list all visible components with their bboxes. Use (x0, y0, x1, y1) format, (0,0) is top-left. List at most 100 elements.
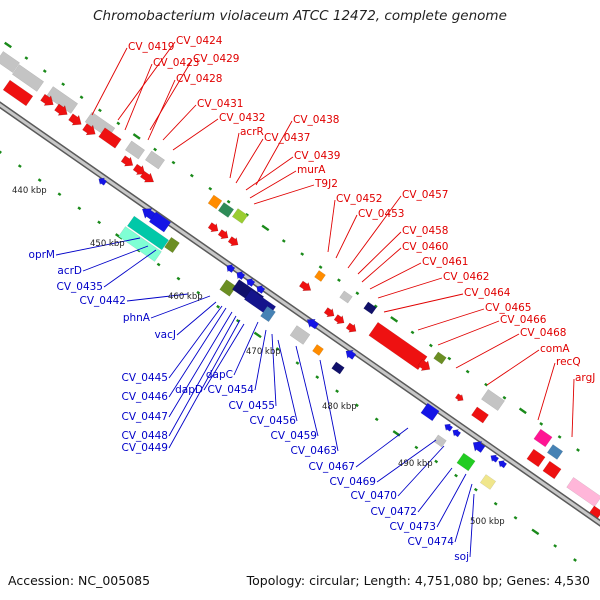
gc-tick (518, 407, 527, 415)
gene-label-reverse: CV_0455 (229, 400, 276, 412)
gc-tick (79, 95, 84, 100)
gene-label-forward: CV_0464 (464, 287, 511, 299)
gc-tick (553, 544, 558, 548)
gene-label-forward: CV_0465 (485, 302, 532, 314)
gc-tick (300, 252, 305, 256)
leader-lines (55, 41, 575, 558)
leader-line-forward (437, 320, 500, 346)
gene-label-forward: CV_0424 (176, 35, 223, 47)
leader-line-reverse (469, 493, 475, 558)
gene-arrow-blue (444, 423, 454, 432)
gene-block-red (2, 79, 34, 107)
leader-line-reverse (254, 329, 267, 391)
kbp-marker: 470 kbp (246, 347, 281, 357)
gene-label-reverse: CV_0447 (122, 411, 169, 423)
leader-line-forward (417, 308, 485, 331)
gene-label-reverse: acrD (57, 265, 82, 277)
gene-arrow-blue (256, 285, 266, 294)
gene-block-olive (433, 351, 447, 365)
gene-block-grey (481, 389, 505, 411)
leader-line-forward (235, 138, 264, 184)
gc-tick (77, 206, 82, 211)
gene-arrow-blue (490, 454, 500, 463)
kbp-marker: 450 kbp (90, 239, 125, 249)
leader-line-forward (335, 214, 358, 259)
gene-label-reverse: soj (454, 551, 469, 563)
gene-label-reverse: CV_0470 (351, 490, 398, 502)
gc-tick (208, 186, 213, 191)
gc-tick (281, 239, 286, 243)
gc-tick (97, 220, 102, 225)
gene-block-olive (219, 279, 237, 297)
gene-label-reverse: CV_0469 (330, 476, 377, 488)
reverse-gene-labels: oprMacrDCV_0435CV_0442phnAvacJCV_0445CV_… (29, 249, 469, 563)
gene-features (0, 51, 600, 519)
leader-line-forward (255, 120, 293, 186)
gc-tick (434, 459, 439, 464)
gene-block-navy (331, 361, 345, 375)
leader-line-reverse (168, 311, 233, 418)
leader-line-forward (537, 362, 556, 421)
gc-tick (354, 403, 359, 408)
gc-tick (315, 375, 320, 379)
kbp-marker: 460 kbp (168, 292, 203, 302)
leader-line-reverse (233, 321, 259, 376)
leader-line-forward (327, 199, 336, 253)
gc-tick (493, 501, 498, 506)
gene-label-reverse: dapD (175, 384, 203, 396)
gene-label-reverse: CV_0473 (390, 521, 437, 533)
leader-line-reverse (397, 445, 445, 497)
leader-line-reverse (295, 345, 319, 437)
gc-tick (454, 473, 458, 478)
gene-block-steel (260, 305, 276, 323)
gene-arrow-red (298, 280, 312, 292)
gc-tick (171, 160, 176, 165)
leader-line-forward (571, 378, 575, 438)
gene-arrow-red (345, 322, 357, 333)
gene-label-reverse: CV_0435 (57, 281, 104, 293)
gc-tick (4, 41, 12, 49)
leader-line-forward (147, 79, 176, 141)
topology-text: Topology: circular; Length: 4,751,080 bp… (246, 573, 590, 588)
gc-tick (428, 343, 433, 348)
map-title: Chromobacterium violaceum ATCC 12472, co… (93, 8, 507, 24)
gene-block-red (368, 321, 428, 371)
leader-line-reverse (126, 293, 189, 302)
gene-label-forward: CV_0461 (422, 256, 469, 268)
leader-line-reverse (103, 249, 157, 288)
gene-arrow-blue (306, 318, 320, 330)
gene-arrow-red (40, 93, 54, 106)
gene-block-green (456, 452, 476, 472)
gc-tick (335, 389, 339, 394)
gene-block-steel (546, 444, 564, 460)
gene-block-olive (164, 236, 180, 254)
leader-line-forward (249, 170, 297, 199)
gc-tick (253, 331, 262, 339)
gene-label-forward: CV_0431 (197, 98, 244, 110)
gc-tick (116, 121, 121, 126)
gene-block-aquamarine (118, 226, 162, 262)
gene-label-reverse: dapC (206, 369, 233, 381)
gene-arrow-red (139, 170, 155, 183)
leader-line-reverse (355, 427, 409, 468)
leader-line-forward (361, 247, 402, 283)
gene-label-reverse: CV_0446 (122, 391, 169, 403)
gene-arrow-blue (226, 264, 236, 273)
gene-block-grey (289, 325, 311, 345)
leader-line-forward (117, 41, 176, 121)
gene-label-reverse: oprM (29, 249, 55, 261)
gene-arrow-blue (452, 429, 462, 438)
gene-label-reverse: CV_0459 (271, 430, 318, 442)
gene-label-forward: CV_0460 (402, 241, 449, 253)
kbp-marker: 500 kbp (470, 517, 505, 527)
gene-arrow-blue (236, 271, 246, 280)
gene-arrow-blue (246, 278, 256, 287)
gc-tick (502, 395, 507, 400)
leader-line-reverse (319, 359, 339, 452)
gc-tick (176, 276, 181, 281)
gene-block-grey (124, 140, 146, 160)
leader-line-forward (486, 349, 540, 386)
